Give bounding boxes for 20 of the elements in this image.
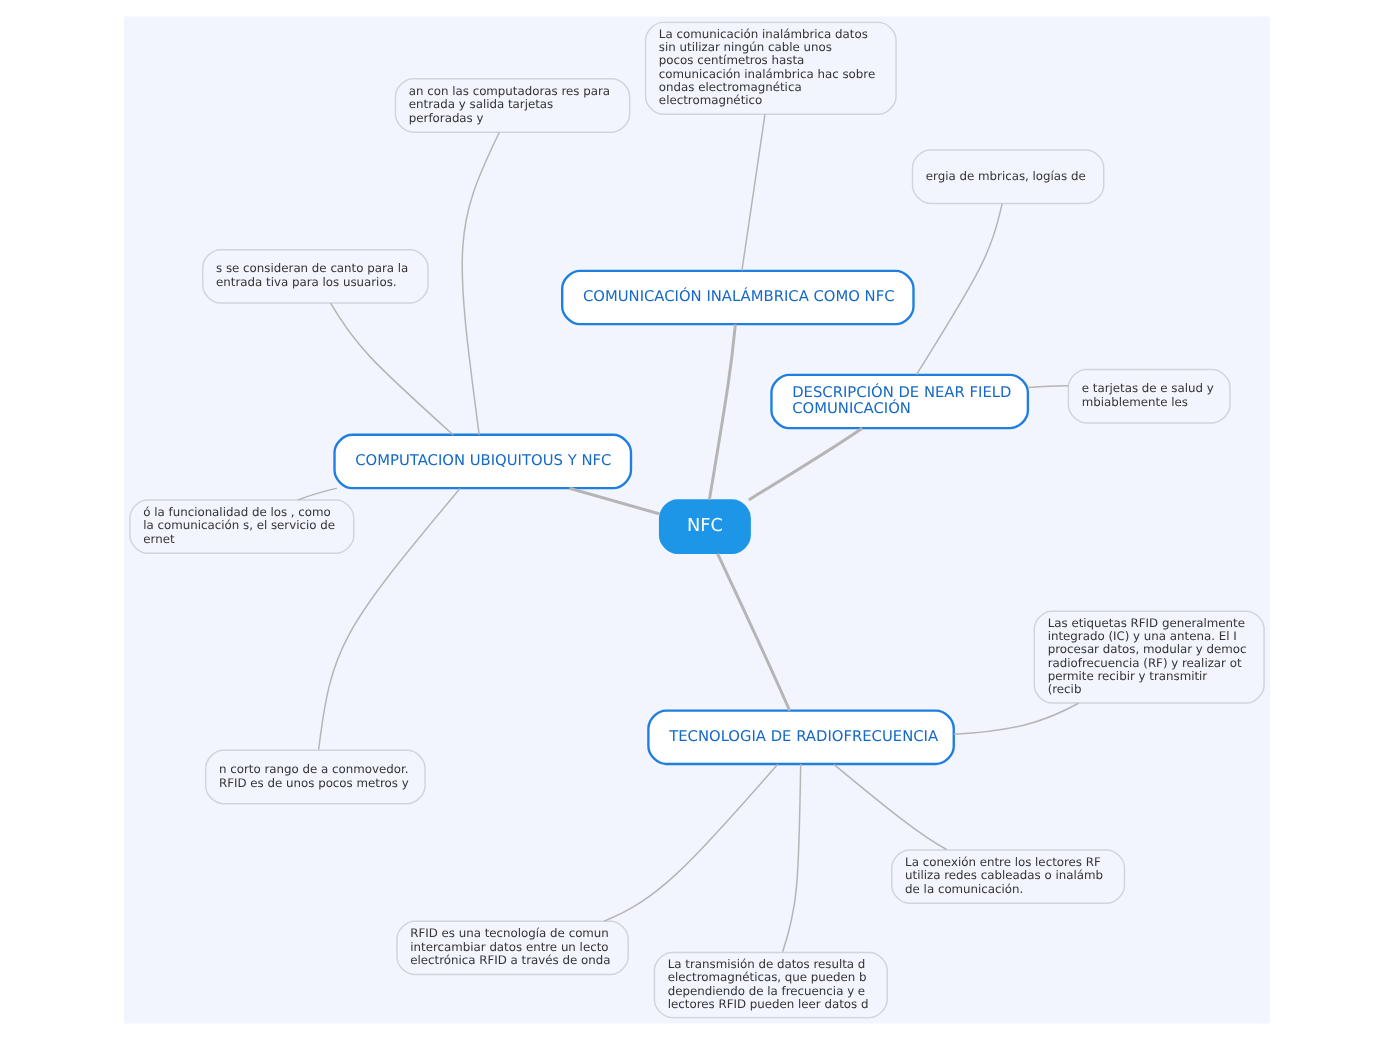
connector bbox=[1026, 385, 1068, 389]
connector bbox=[780, 763, 801, 953]
connector bbox=[747, 427, 863, 502]
connector bbox=[316, 487, 460, 751]
connector bbox=[460, 131, 499, 436]
connector bbox=[740, 113, 765, 272]
node-box: COMUNICACIÓN INALÁMBRICA COMO NFC bbox=[560, 269, 914, 326]
connector bbox=[715, 553, 790, 712]
connector bbox=[952, 702, 1079, 736]
connector bbox=[914, 202, 1002, 376]
connector bbox=[706, 324, 736, 500]
node-box: DESCRIPCIÓN DE NEAR FIELD COMUNICACIÓN bbox=[769, 373, 1029, 430]
node-box: TECNOLOGIA DE RADIOFRECUENCIA bbox=[646, 709, 954, 766]
connector bbox=[602, 763, 778, 922]
connector bbox=[328, 302, 453, 436]
node-box: NFC bbox=[657, 499, 750, 555]
connector bbox=[832, 763, 947, 851]
connector bbox=[296, 487, 337, 501]
node-box: COMPUTACION UBIQUITOUS Y NFC bbox=[332, 433, 632, 490]
connector bbox=[568, 486, 659, 516]
